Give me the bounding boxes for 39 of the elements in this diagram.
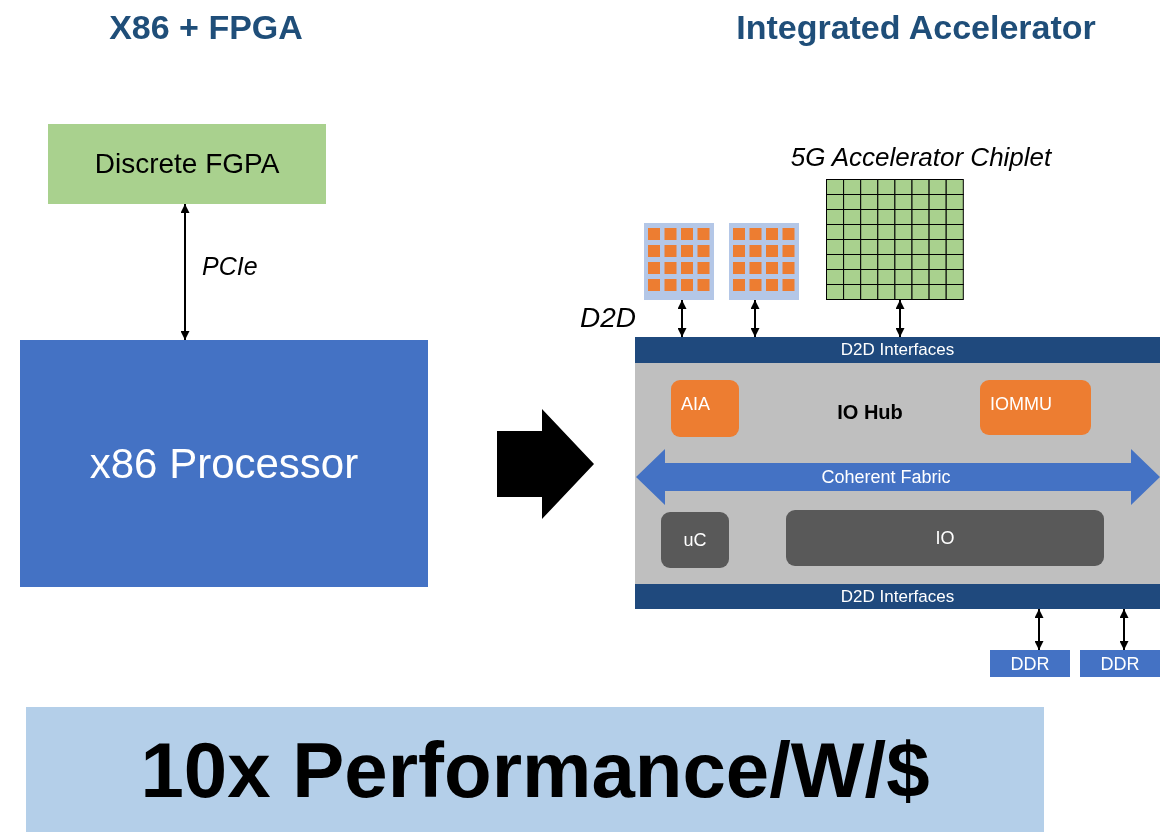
fabric-label: Coherent Fabric (820, 466, 952, 488)
double-arrow (750, 299, 760, 338)
interface-label: D2D (580, 302, 636, 334)
io-block (786, 510, 1104, 566)
box-label: AIA (681, 394, 711, 415)
column-title: Integrated Accelerator (736, 8, 1096, 47)
box-label: Discrete FGPA (93, 148, 281, 180)
block-arrow (497, 409, 594, 519)
box-label: x86 Processor (88, 439, 360, 488)
double-arrow (895, 299, 905, 338)
box-label: IO (934, 527, 956, 549)
memory-box (990, 650, 1070, 677)
double-arrow (677, 299, 687, 338)
performance-banner (26, 707, 1044, 832)
hub-title: IO Hub (836, 401, 904, 424)
fpga-box (48, 124, 326, 204)
interface-band (635, 337, 1160, 363)
io-hub-die (635, 337, 1160, 609)
chiplet-heading: 5G Accelerator Chiplet (789, 142, 1053, 173)
box-label: DDR (1009, 653, 1051, 674)
box-label: IOMMU (990, 394, 1053, 415)
box-label: D2D Interfaces (839, 586, 956, 607)
box-label: D2D Interfaces (839, 340, 956, 360)
fabric-double-arrow (636, 449, 1160, 505)
box-label: uC (682, 529, 708, 551)
chiplet-drawing (644, 223, 714, 300)
box-label: DDR (1099, 653, 1141, 674)
performance-text: 10x Performance/W/$ (139, 724, 931, 815)
double-arrow (1119, 608, 1129, 651)
memory-box (1080, 650, 1160, 677)
column-title: X86 + FPGA (109, 8, 303, 47)
chiplet-drawing (729, 223, 799, 300)
controller-block (661, 512, 729, 568)
processor-box (20, 340, 428, 587)
aia-block (671, 380, 739, 437)
iommu-block (980, 380, 1091, 435)
interface-band (635, 584, 1160, 609)
double-arrow (1034, 608, 1044, 651)
double-arrow (180, 203, 190, 341)
